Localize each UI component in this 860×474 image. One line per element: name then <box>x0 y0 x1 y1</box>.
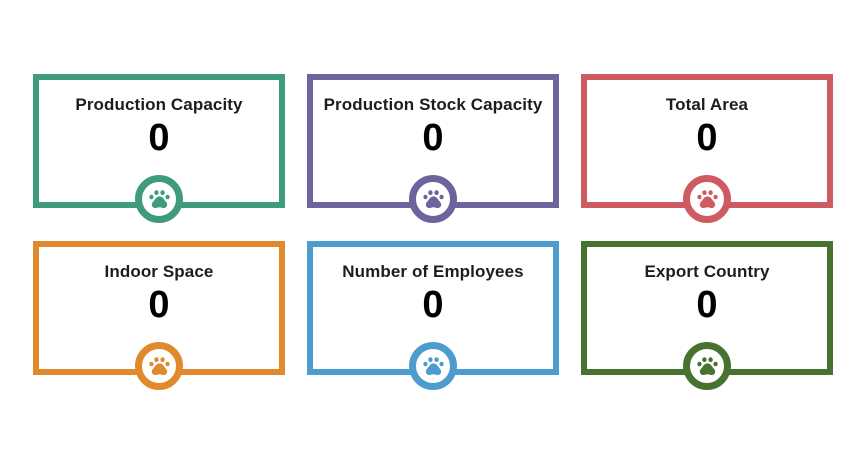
card-title: Production Stock Capacity <box>323 95 543 114</box>
kpi-card-production-capacity[interactable]: Production Capacity 0 <box>33 74 285 223</box>
paw-icon <box>409 175 457 223</box>
kpi-card-number-of-employees[interactable]: Number of Employees 0 <box>307 241 559 390</box>
card-value: 0 <box>422 284 444 326</box>
card-value: 0 <box>148 117 170 159</box>
paw-icon <box>135 175 183 223</box>
kpi-card-indoor-space[interactable]: Indoor Space 0 <box>33 241 285 390</box>
paw-icon <box>409 342 457 390</box>
card-title: Indoor Space <box>104 262 214 281</box>
card-title: Production Capacity <box>75 95 243 114</box>
card-title: Total Area <box>665 95 749 114</box>
card-value: 0 <box>696 284 718 326</box>
kpi-card-grid: Production Capacity 0 Production Stock C… <box>33 74 833 390</box>
paw-icon <box>683 342 731 390</box>
card-value: 0 <box>148 284 170 326</box>
card-value: 0 <box>422 117 444 159</box>
paw-icon <box>135 342 183 390</box>
card-title: Export Country <box>644 262 770 281</box>
card-title: Number of Employees <box>342 262 524 281</box>
kpi-card-production-stock-capacity[interactable]: Production Stock Capacity 0 <box>307 74 559 223</box>
kpi-card-export-country[interactable]: Export Country 0 <box>581 241 833 390</box>
card-value: 0 <box>696 117 718 159</box>
paw-icon <box>683 175 731 223</box>
kpi-card-total-area[interactable]: Total Area 0 <box>581 74 833 223</box>
